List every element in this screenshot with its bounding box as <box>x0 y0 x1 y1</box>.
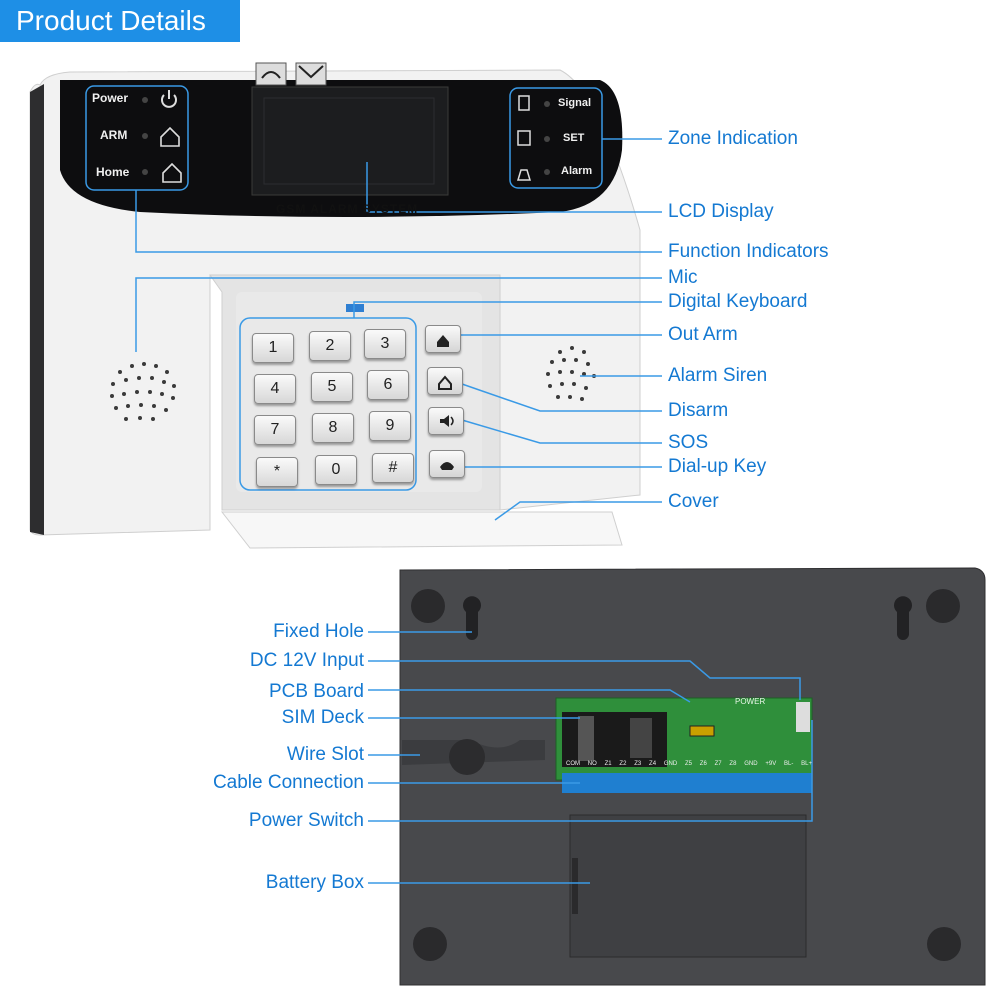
digital-keyboard-box <box>239 317 417 491</box>
phone-icon <box>255 62 287 86</box>
set-icon <box>517 130 531 146</box>
terminal-label: +9V <box>765 761 777 767</box>
terminal-label: NO <box>587 761 597 767</box>
terminal-block <box>562 773 812 793</box>
key-5[interactable]: 5 <box>311 372 353 402</box>
callout-lcd-display: LCD Display <box>668 201 774 222</box>
terminal-label: Z2 <box>619 761 627 767</box>
arm-indicator-label: ARM <box>100 128 128 142</box>
foot-top-left <box>411 589 445 623</box>
terminal-label: Z8 <box>729 761 737 767</box>
alarm-bell-icon <box>516 169 532 181</box>
signal-icon <box>518 95 530 111</box>
terminal-label: COM <box>566 761 580 767</box>
callout-alarm-siren: Alarm Siren <box>668 365 768 386</box>
callout-power-switch: Power Switch <box>248 810 364 831</box>
product-details-banner: Product Details <box>0 0 240 42</box>
foot-top-right <box>926 589 960 623</box>
terminal-label: Z1 <box>604 761 612 767</box>
leader-lines <box>135 138 813 884</box>
alarm-zone-label: Alarm <box>561 165 593 177</box>
speaker-icon <box>440 415 454 427</box>
wire-slot <box>449 739 485 775</box>
key-6[interactable]: 6 <box>367 370 409 400</box>
power-switch-body <box>796 702 810 732</box>
terminal-label: Z6 <box>699 761 707 767</box>
key-star[interactable]: * <box>256 457 298 487</box>
callout-dial-up-key: Dial-up Key <box>668 456 767 477</box>
signal-zone-label: Signal <box>558 97 592 109</box>
case-side-shade <box>30 84 44 535</box>
phone-icon <box>440 462 454 470</box>
disarm-button[interactable] <box>427 367 463 395</box>
key-0[interactable]: 0 <box>315 455 357 485</box>
key-1[interactable]: 1 <box>252 333 294 363</box>
terminal-label: Z3 <box>634 761 642 767</box>
callout-function-indicators: Function Indicators <box>668 241 829 262</box>
foot-bottom-left <box>413 927 447 961</box>
set-zone-label: SET <box>563 132 585 144</box>
terminal-label: Z4 <box>649 761 657 767</box>
mic-hole <box>346 304 364 312</box>
out-arm-button[interactable] <box>425 325 461 353</box>
terminal-label: Z5 <box>684 761 692 767</box>
terminal-labels: COM NO Z1 Z2 Z3 Z4 GND Z5 Z6 Z7 Z8 GND +… <box>566 761 812 767</box>
terminal-label: GND <box>744 761 758 767</box>
brand-label: GSM ALARM SYSTEM <box>276 202 419 216</box>
callout-disarm: Disarm <box>668 400 729 421</box>
key-7[interactable]: 7 <box>254 415 296 445</box>
callout-cable-connection: Cable Connection <box>212 772 364 793</box>
key-2[interactable]: 2 <box>309 331 351 361</box>
lcd-screen <box>251 86 449 196</box>
fixed-hole-left <box>462 596 481 640</box>
terminal-label: GND <box>663 761 678 767</box>
terminal-label: Z7 <box>714 761 722 767</box>
power-icon <box>161 90 177 108</box>
cover <box>220 511 623 549</box>
callout-dc-12v-input: DC 12V Input <box>249 650 364 671</box>
callout-battery-box: Battery Box <box>265 872 364 893</box>
key-3[interactable]: 3 <box>364 329 406 359</box>
house-open-icon <box>438 375 452 390</box>
foot-bottom-right <box>927 927 961 961</box>
power-indicator-label: Power <box>92 91 129 105</box>
callout-cover: Cover <box>668 491 719 512</box>
callout-digital-keyboard: Digital Keyboard <box>668 291 808 312</box>
callout-wire-slot: Wire Slot <box>286 744 364 765</box>
callout-pcb-board: PCB Board <box>268 681 364 702</box>
callout-out-arm: Out Arm <box>668 324 738 345</box>
callout-fixed-hole: Fixed Hole <box>273 621 364 642</box>
siren-grille <box>546 346 596 401</box>
callout-mic: Mic <box>668 267 698 288</box>
fixed-hole-right <box>894 596 912 640</box>
message-icon <box>295 62 327 86</box>
key-hash[interactable]: # <box>372 453 414 483</box>
function-indicator-box <box>85 85 189 191</box>
callout-sim-deck: SIM Deck <box>281 707 364 728</box>
house-icon <box>437 335 449 347</box>
pcb-power-label: POWER <box>735 697 766 706</box>
home-house-icon <box>162 162 182 183</box>
callout-zone-indication: Zone Indication <box>668 128 798 149</box>
key-4[interactable]: 4 <box>254 374 296 404</box>
home-indicator-label: Home <box>96 165 130 179</box>
arm-house-icon <box>160 126 180 147</box>
zone-indicator-box <box>509 87 603 189</box>
terminal-label: BL+ <box>801 761 812 767</box>
terminal-label: BL- <box>784 761 794 767</box>
key-8[interactable]: 8 <box>312 413 354 443</box>
sos-button[interactable] <box>428 407 464 435</box>
mic-grille <box>110 362 176 421</box>
key-9[interactable]: 9 <box>369 411 411 441</box>
battery-box <box>569 814 807 958</box>
dial-up-button[interactable] <box>429 450 465 478</box>
callout-sos: SOS <box>668 432 709 453</box>
